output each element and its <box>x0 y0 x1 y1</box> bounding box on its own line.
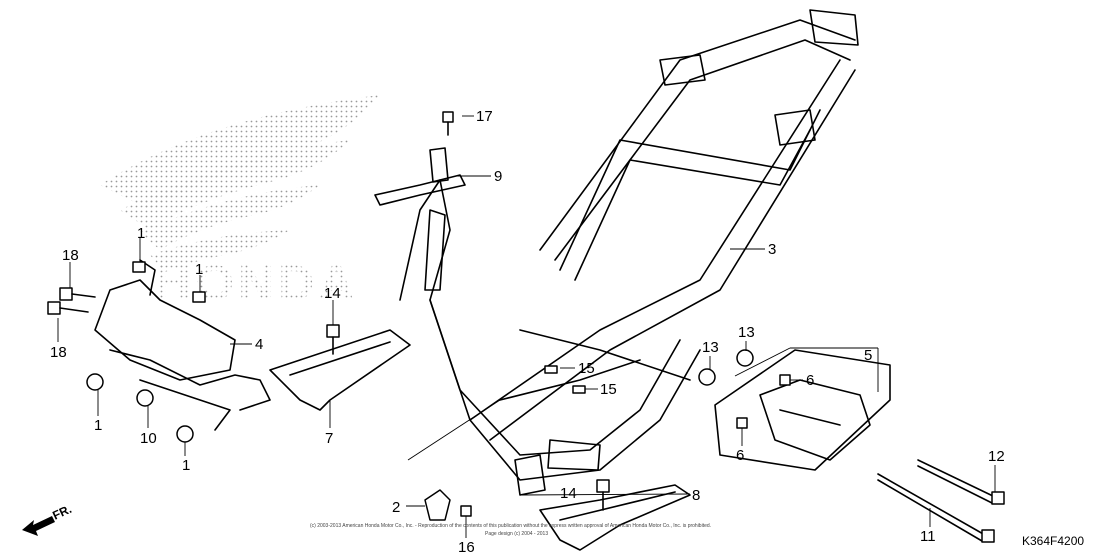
long-bolt-11 <box>877 473 995 543</box>
clip-6b <box>736 417 748 429</box>
callout-16: 16 <box>458 539 475 556</box>
bolt-18a <box>59 287 96 301</box>
long-bolt-12 <box>917 459 1005 505</box>
collar-nut-13b <box>736 349 754 367</box>
main-frame-body <box>399 9 859 496</box>
floor-step-bracket-right <box>539 484 691 551</box>
small-bracket <box>424 489 451 521</box>
callout-14b: 14 <box>560 485 577 502</box>
bolt-17 <box>442 111 454 136</box>
callout-17: 17 <box>476 108 493 125</box>
bolt-16 <box>460 505 472 517</box>
rubber-mount-1a <box>86 373 104 391</box>
upper-stay-bracket <box>374 147 466 206</box>
callout-6a: 6 <box>806 372 814 389</box>
callout-1d: 1 <box>182 457 190 474</box>
honda-wing-watermark: HONDA <box>100 95 380 311</box>
callout-15a: 15 <box>578 360 595 377</box>
rubber-mount-1c <box>132 261 146 273</box>
callout-4: 4 <box>255 336 263 353</box>
callout-14a: 14 <box>324 285 341 302</box>
collar-nut-13a <box>698 368 716 386</box>
callout-5: 5 <box>864 347 872 364</box>
callout-1c: 1 <box>94 417 102 434</box>
copyright-line-1: (c) 2003-2013 American Honda Motor Co., … <box>310 523 711 529</box>
callout-2: 2 <box>392 499 400 516</box>
copyright-line-2: Page design (c) 2004 - 2013 <box>485 531 548 537</box>
floor-step-bracket-left <box>269 329 411 411</box>
callout-15b: 15 <box>600 381 617 398</box>
callout-18a: 18 <box>62 247 79 264</box>
callout-11: 11 <box>920 528 936 545</box>
bolt-14a <box>326 324 340 355</box>
rubber-mount-1d <box>192 291 206 303</box>
callout-6b: 6 <box>736 447 744 464</box>
clip-15a <box>544 365 558 374</box>
callout-3: 3 <box>768 241 776 258</box>
callout-18b: 18 <box>50 344 67 361</box>
front-arrow-icon <box>22 516 55 536</box>
callout-13b: 13 <box>702 339 719 356</box>
bolt-18b <box>47 301 89 315</box>
callout-1b: 1 <box>195 261 203 278</box>
callout-12: 12 <box>988 448 1005 465</box>
diagram-code: K364F4200 <box>1022 534 1084 548</box>
rubber-mount-1b <box>176 425 194 443</box>
clip-6a <box>779 374 791 386</box>
callout-1a: 1 <box>137 225 145 242</box>
clip-15b <box>572 385 586 394</box>
callout-7: 7 <box>325 430 333 447</box>
front-direction-indicator: FR. <box>22 502 74 536</box>
callout-8: 8 <box>692 487 700 504</box>
callouts: 1 1 1 1 2 3 4 5 6 6 7 8 9 10 11 12 13 13… <box>50 108 1005 556</box>
callout-10: 10 <box>140 430 157 447</box>
front-label: FR. <box>50 502 73 523</box>
callout-13a: 13 <box>738 324 755 341</box>
callout-9: 9 <box>494 168 502 185</box>
bolt-14b <box>596 479 610 511</box>
rubber-mount-10 <box>136 389 154 407</box>
honda-wordmark-watermark: HONDA <box>155 255 358 311</box>
leader-lines <box>57 115 996 538</box>
